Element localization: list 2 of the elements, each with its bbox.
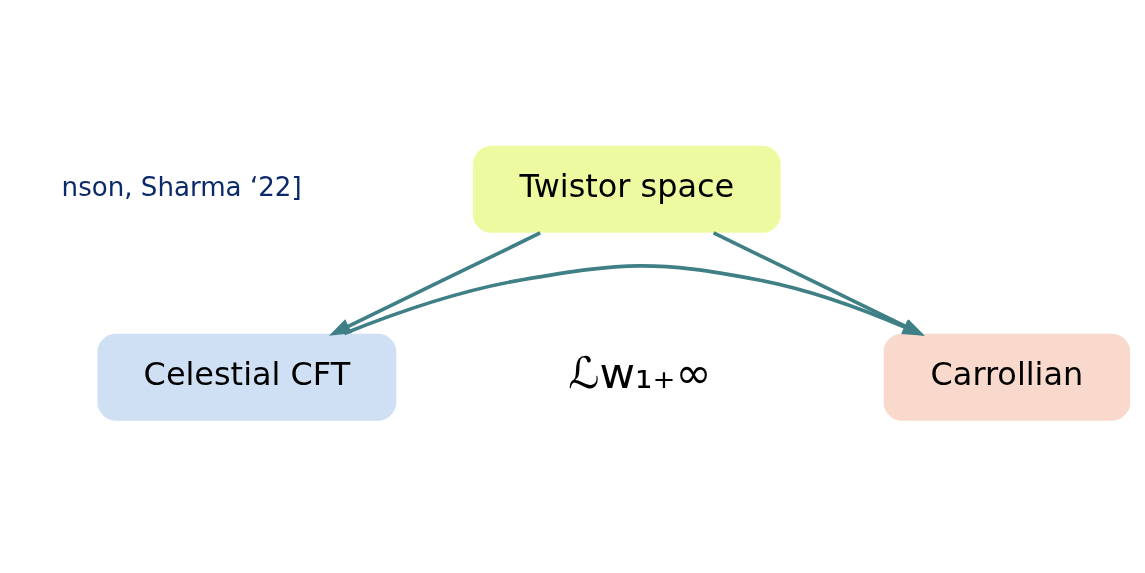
label: ℒw₁₊∞ <box>568 348 712 399</box>
label: nson, Sharma ‘22] <box>61 171 302 202</box>
